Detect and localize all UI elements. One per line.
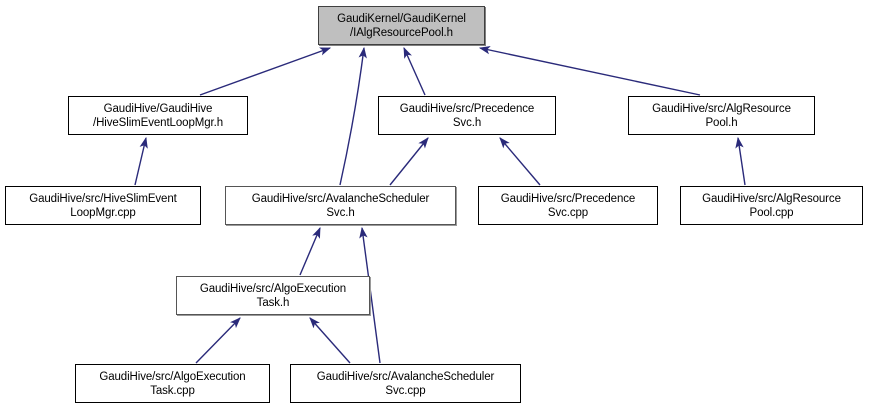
node-precedencesvc-h[interactable]: GaudiHive/src/Precedence Svc.h: [378, 96, 556, 135]
node-label: GaudiHive/src/AlgResource Pool.cpp: [702, 192, 841, 219]
node-label: GaudiHive/src/AlgResource Pool.h: [652, 102, 791, 129]
node-avalancheschedulersvc-h[interactable]: GaudiHive/src/AvalancheScheduler Svc.h: [225, 186, 456, 225]
node-label: GaudiHive/GaudiHive /HiveSlimEventLoopMg…: [92, 102, 223, 129]
node-label: GaudiHive/src/AlgoExecution Task.h: [199, 282, 347, 309]
node-label: GaudiHive/src/HiveSlimEvent LoopMgr.cpp: [29, 192, 177, 219]
node-label: GaudiKernel/GaudiKernel /IAlgResourcePoo…: [337, 12, 466, 39]
node-hiveslimeventloopmgr-h[interactable]: GaudiHive/GaudiHive /HiveSlimEventLoopMg…: [68, 96, 248, 135]
node-algoexecutiontask-h[interactable]: GaudiHive/src/AlgoExecution Task.h: [176, 276, 370, 315]
node-label: GaudiHive/src/AlgoExecution Task.cpp: [99, 370, 246, 397]
node-precedencesvc-cpp[interactable]: GaudiHive/src/Precedence Svc.cpp: [478, 186, 658, 225]
edge-precedencesvc-h-to-ialgresourcepool-h: [403, 46, 426, 96]
node-algoexecutiontask-cpp[interactable]: GaudiHive/src/AlgoExecution Task.cpp: [75, 364, 270, 403]
edge-avalancheschedulersvc-h-to-ialgresourcepool-h: [339, 46, 367, 186]
node-label: GaudiHive/src/AvalancheScheduler Svc.h: [251, 192, 430, 219]
edge-avalancheschedulersvc-h-to-precedencesvc-h: [389, 137, 429, 186]
edge-algoexecutiontask-h-to-avalancheschedulersvc-h: [299, 226, 321, 276]
node-algresourcepool-h[interactable]: GaudiHive/src/AlgResource Pool.h: [628, 96, 815, 135]
edge-algresourcepool-h-to-ialgresourcepool-h: [478, 45, 701, 96]
node-algresourcepool-cpp[interactable]: GaudiHive/src/AlgResource Pool.cpp: [680, 186, 863, 225]
edge-algoexecutiontask-cpp-to-algoexecutiontask-h: [195, 317, 241, 364]
edge-precedencesvc-cpp-to-precedencesvc-h: [499, 137, 541, 186]
edge-avalancheschedulersvc-cpp-to-algoexecutiontask-h: [309, 317, 351, 364]
node-hiveslimeventloopmgr-cpp[interactable]: GaudiHive/src/HiveSlimEvent LoopMgr.cpp: [5, 186, 201, 225]
edge-hiveslimeventloopmgr-cpp-to-hiveslimeventloopmgr-h: [134, 136, 148, 186]
node-avalancheschedulersvc-cpp[interactable]: GaudiHive/src/AvalancheScheduler Svc.cpp: [290, 364, 521, 403]
edge-hiveslimeventloopmgr-h-to-ialgresourcepool-h: [199, 47, 332, 96]
node-label: GaudiHive/src/Precedence Svc.cpp: [500, 192, 636, 219]
node-ialgresourcepool-h[interactable]: GaudiKernel/GaudiKernel /IAlgResourcePoo…: [318, 6, 485, 45]
node-label: GaudiHive/src/AvalancheScheduler Svc.cpp: [316, 370, 495, 397]
edge-algresourcepool-cpp-to-algresourcepool-h: [735, 136, 746, 186]
node-label: GaudiHive/src/Precedence Svc.h: [399, 102, 535, 129]
